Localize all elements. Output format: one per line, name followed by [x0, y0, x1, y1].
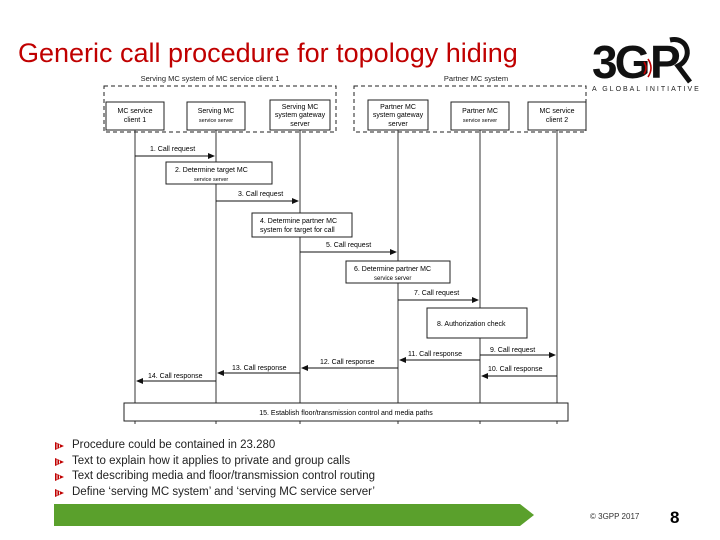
entity-label: MC service	[539, 108, 574, 115]
step-15-label: 15. Establish floor/transmission control…	[259, 410, 433, 417]
step-1-label: 1. Call request	[150, 146, 195, 153]
3gpp-logo: 3G P	[592, 36, 692, 88]
bullet-item: Define ‘serving MC system’ and ‘serving …	[54, 485, 375, 501]
entity-label: Serving MC	[282, 104, 319, 111]
bullet-icon	[55, 488, 64, 497]
step-7-label: 7. Call request	[414, 290, 459, 297]
bullet-item: Procedure could be contained in 23.280	[54, 438, 375, 454]
step-9-label: 9. Call request	[490, 347, 535, 354]
step-11-label: 11. Call response	[408, 351, 462, 358]
step-5-label: 5. Call request	[326, 242, 371, 249]
entity-label: system gateway	[373, 112, 424, 119]
step-12-label: 12. Call response	[320, 359, 375, 366]
entity-label: server	[388, 121, 408, 128]
step-2-label: 2. Determine target MC	[175, 167, 248, 174]
entity-label: Partner MC	[380, 104, 416, 111]
bullet-text: Text describing media and floor/transmis…	[72, 470, 375, 483]
entity-serving-mc-service-server: Serving MC service server	[186, 101, 246, 131]
entity-label: server	[290, 121, 310, 128]
step-3-label: 3. Call request	[238, 191, 283, 198]
group-label-partner: Partner MC system	[444, 74, 508, 83]
entity-serving-mc-gateway: Serving MC system gateway server	[269, 99, 331, 131]
logo-subtitle: A GLOBAL INITIATIVE	[592, 86, 701, 93]
entity-label: client 2	[546, 117, 568, 124]
bullet-list: Procedure could be contained in 23.280 T…	[54, 438, 375, 500]
entity-label: service server	[463, 118, 497, 124]
step-6-label: service server	[374, 276, 411, 282]
process-box-step-15	[123, 402, 569, 422]
process-box-step-6	[345, 260, 451, 284]
page-number: 8	[670, 508, 680, 527]
bullet-item: Text describing media and floor/transmis…	[54, 469, 375, 485]
footer-arrow-bar	[54, 504, 534, 526]
svg-text:P: P	[650, 36, 680, 88]
entity-partner-mc-gateway: Partner MC system gateway server	[367, 99, 429, 131]
entity-label: client 1	[124, 117, 146, 124]
entity-mc-client-1: MC service client 1	[105, 101, 165, 131]
serving-system-group	[103, 85, 337, 133]
entity-label: Partner MC	[462, 108, 498, 115]
bullet-icon	[55, 473, 64, 482]
step-6-label: 6. Determine partner MC	[354, 266, 431, 273]
group-label-serving: Serving MC system of MC service client 1	[141, 74, 280, 83]
entity-mc-client-2: MC service client 2	[527, 101, 587, 131]
slide-title: Generic call procedure for topology hidi…	[18, 38, 518, 68]
copyright: © 3GPP 2017	[590, 512, 640, 521]
step-13-label: 13. Call response	[232, 365, 287, 372]
entity-label: Serving MC	[198, 108, 235, 115]
step-14-label: 14. Call response	[148, 373, 203, 380]
entity-partner-mc-service-server: Partner MC service server	[450, 101, 510, 131]
entity-label: system gateway	[275, 112, 326, 119]
entity-label: MC service	[117, 108, 152, 115]
step-4-label: 4. Determine partner MC	[260, 218, 337, 225]
process-box-step-8	[426, 307, 528, 339]
step-10-label: 10. Call response	[488, 366, 543, 373]
sequence-diagram: Serving MC system of MC service client 1…	[103, 74, 587, 424]
step-2-label: service server	[194, 177, 228, 183]
process-box-step-2	[165, 161, 273, 185]
process-box-step-4	[251, 212, 353, 238]
svg-text:3G: 3G	[592, 36, 648, 88]
step-8-label: 8. Authorization check	[437, 321, 506, 328]
step-4-label: system for target for call	[260, 227, 335, 234]
bullet-item: Text to explain how it applies to privat…	[54, 454, 375, 470]
bullet-icon	[55, 457, 64, 466]
bullet-icon	[55, 442, 64, 450]
entity-label: service server	[199, 118, 233, 124]
bullet-text: Text to explain how it applies to privat…	[72, 454, 351, 467]
bullet-text: Define ‘serving MC system’ and ‘serving …	[72, 485, 375, 498]
bullet-text: Procedure could be contained in 23.280	[72, 439, 276, 451]
